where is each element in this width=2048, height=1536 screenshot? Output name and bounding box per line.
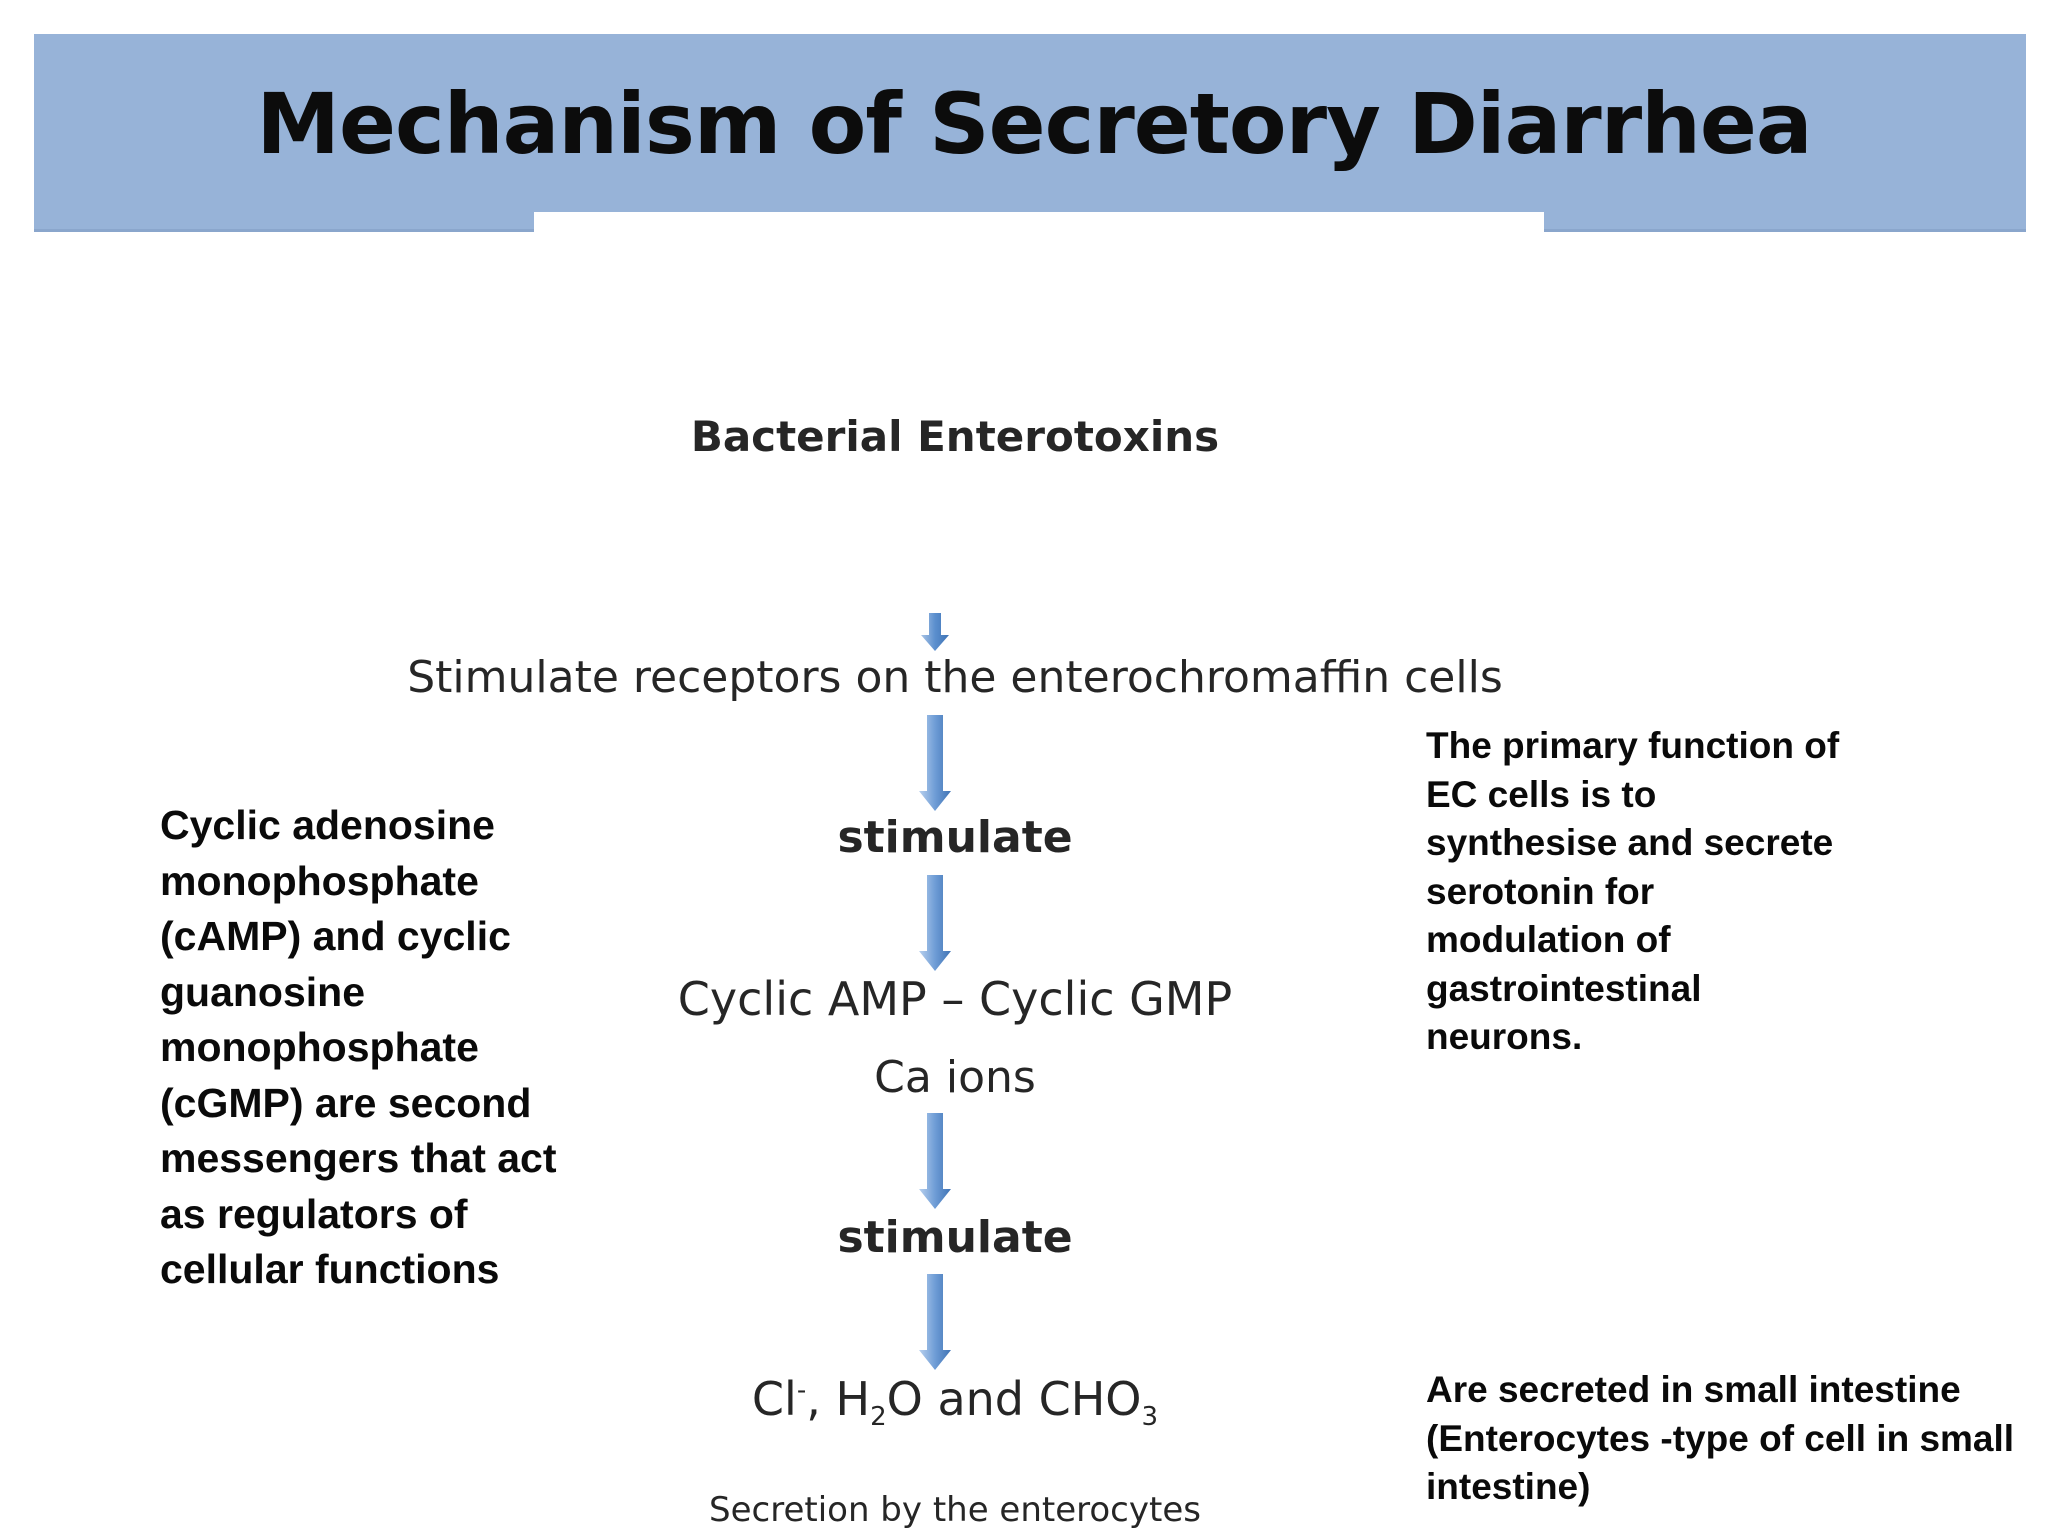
arrow-down-icon [919,715,951,811]
note-ec-cells-function: The primary function of EC cells is to s… [1426,725,1840,1057]
arrow-down-icon [921,613,949,651]
note-camp-cgmp: Cyclic adenosine monophosphate (cAMP) an… [160,802,557,1292]
ion-text: Cl [751,1372,797,1426]
title-underline-gap [534,212,1544,232]
flow-step-stimulate: stimulate [837,812,1073,863]
ion-subscript: 2 [870,1402,887,1433]
flow-step-ions-secreted: Cl-, H2O and CHO3 [0,1372,1910,1432]
slide-title: Mechanism of Secretory Diarrhea [256,75,1812,173]
title-band [34,34,2026,229]
flow-step-secretion-by-enterocytes: Secretion by the enterocytes [709,1490,1201,1530]
arrow-down-icon [919,1113,951,1209]
arrow-down-icon [919,875,951,971]
flow-step-bacterial-enterotoxins: Bacterial Enterotoxins [690,412,1220,461]
flow-step-ca-ions: Ca ions [874,1052,1036,1103]
flow-step-stimulate: stimulate [837,1212,1073,1263]
ion-text: O and CHO [886,1372,1142,1426]
ion-text: , H [806,1372,871,1426]
flow-step-cyclic-amp-gmp: Cyclic AMP – Cyclic GMP [677,972,1233,1026]
ion-superscript: - [796,1375,807,1406]
arrow-down-icon [919,1274,951,1370]
flow-step-stimulate-receptors: Stimulate receptors on the enterochromaf… [407,652,1503,703]
note-enterocytes: Are secreted in small intestine (Enteroc… [1426,1369,2015,1507]
ion-subscript: 3 [1141,1402,1159,1433]
